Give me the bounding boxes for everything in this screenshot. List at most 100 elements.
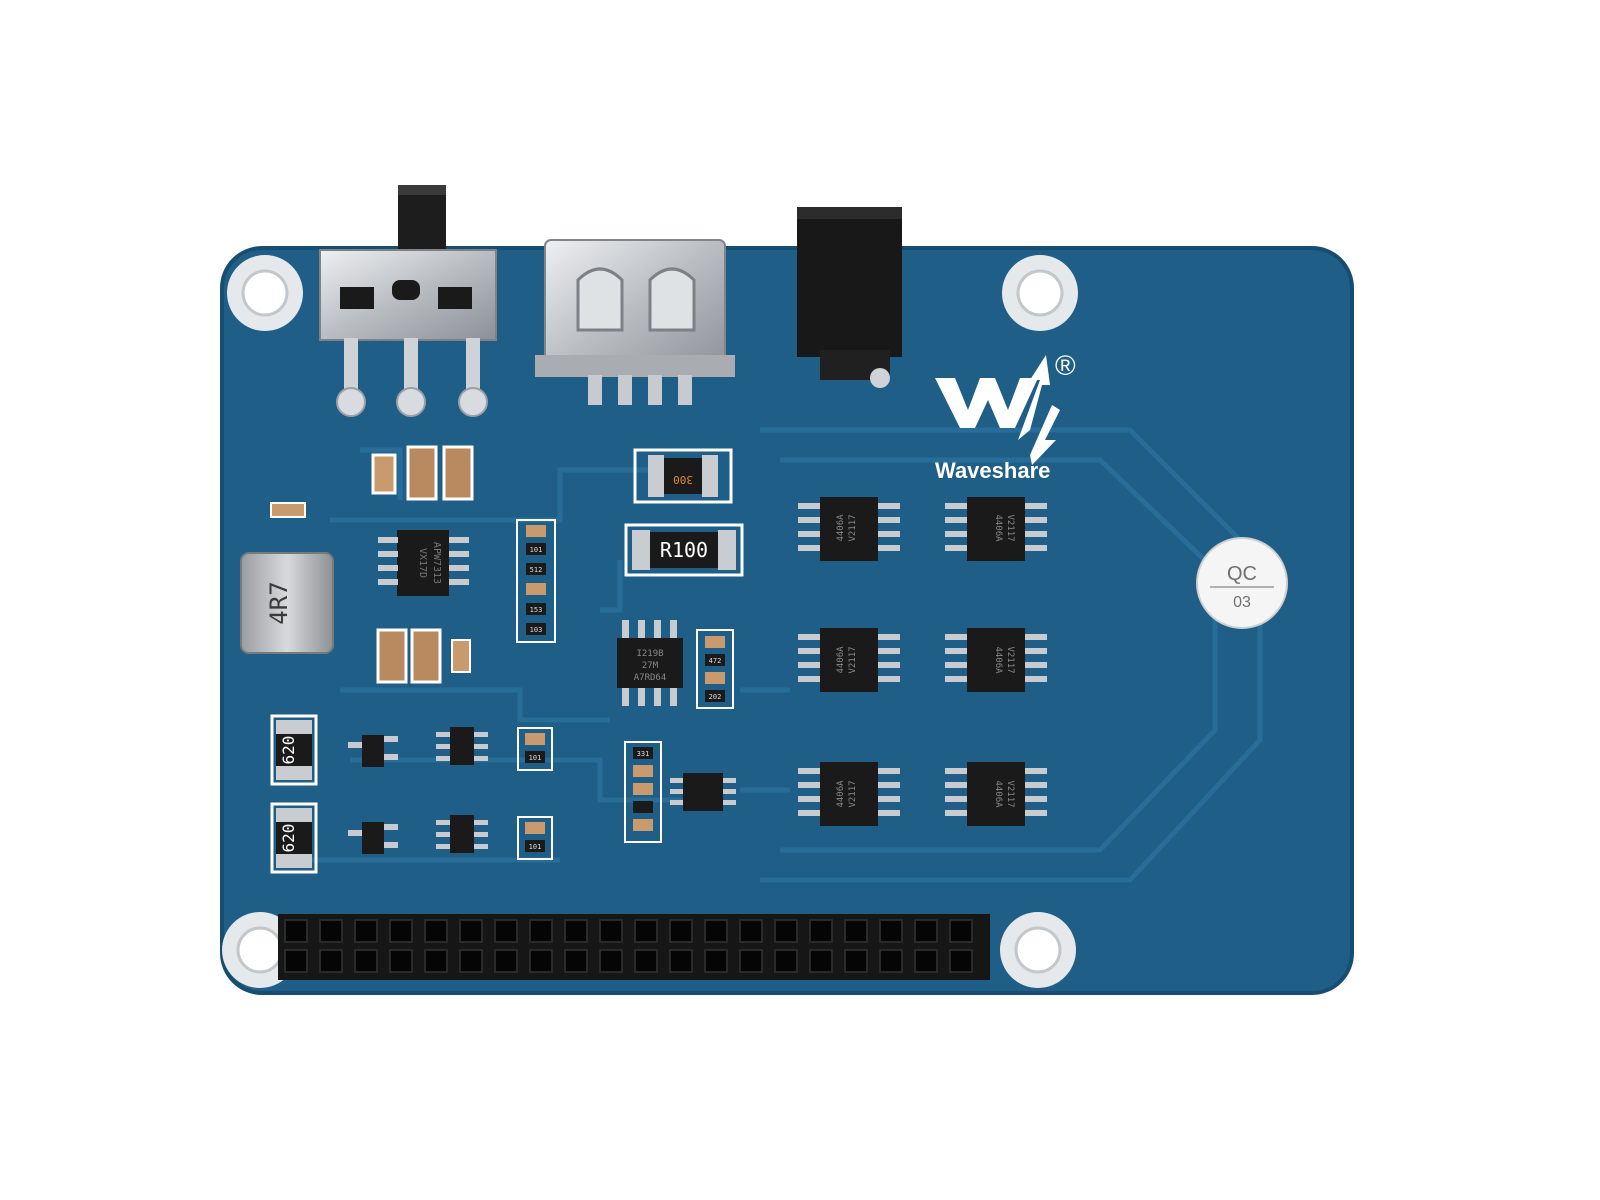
qc-sticker — [1196, 537, 1288, 629]
mosfet-chip — [798, 762, 900, 826]
gpio-socket — [529, 919, 553, 943]
gpio-socket — [844, 949, 868, 973]
resistor-300-label: 300 — [673, 473, 693, 486]
mounting-hole-top-left — [227, 255, 303, 331]
resistor-300 — [633, 448, 733, 504]
mosfet-chip — [798, 497, 900, 561]
gpio-socket — [774, 919, 798, 943]
resistor-label-202: 202 — [709, 693, 722, 701]
gpio-socket — [949, 919, 973, 943]
resistor-620-bottom — [270, 802, 318, 874]
gpio-socket — [809, 919, 833, 943]
mosfet-label: V2117 — [1005, 514, 1015, 541]
gpio-socket — [669, 949, 693, 973]
gpio-socket — [704, 919, 728, 943]
resistor-label-103: 103 — [530, 626, 543, 634]
resistor-label-331: 331 — [637, 750, 650, 758]
regulator-chip — [378, 530, 469, 596]
mosfet-chip — [945, 497, 1047, 561]
mosfet-label: 4406A — [836, 646, 846, 674]
gpio-socket — [424, 919, 448, 943]
shunt-resistor-label: R100 — [660, 538, 708, 562]
gpio-socket — [634, 949, 658, 973]
mounting-hole-bottom-right — [1000, 912, 1076, 988]
resistor-620-label: 620 — [279, 824, 298, 853]
gpio-socket — [739, 949, 763, 973]
mosfet-label: 4406A — [836, 514, 846, 542]
resistor-column — [516, 519, 556, 643]
small-chip — [670, 773, 736, 811]
gpio-socket — [739, 919, 763, 943]
gpio-socket — [774, 949, 798, 973]
mosfet-chip — [945, 628, 1047, 692]
gpio-socket — [354, 949, 378, 973]
resistor-label-101: 101 — [529, 754, 542, 762]
resistor-label-101: 101 — [529, 843, 542, 851]
resistor-pair — [517, 727, 553, 771]
mosfet-label: 4406A — [993, 514, 1003, 542]
mosfet-label: V2117 — [1005, 646, 1015, 673]
waveshare-logo — [935, 355, 1060, 465]
inductor-4r7 — [240, 552, 334, 654]
regulator-chip-label-2: VX17D — [417, 548, 428, 578]
mosfet-label: 4406A — [993, 780, 1003, 808]
opamp-chip — [617, 620, 683, 706]
power-slide-switch[interactable] — [319, 185, 497, 417]
gpio-header[interactable] — [278, 914, 990, 980]
brand-name: Waveshare — [935, 458, 1050, 483]
gpio-socket — [599, 949, 623, 973]
gpio-socket — [494, 949, 518, 973]
mosfet-label: V2117 — [848, 780, 858, 807]
opamp-label-1: I219B — [636, 649, 663, 659]
gpio-socket — [634, 919, 658, 943]
resistor-column-2 — [696, 629, 734, 709]
registered-mark: ® — [1055, 350, 1076, 381]
small-ic — [436, 815, 488, 853]
resistor-label-101: 101 — [530, 546, 543, 554]
gpio-socket — [914, 949, 938, 973]
gpio-socket — [319, 949, 343, 973]
gpio-socket — [564, 919, 588, 943]
gpio-socket — [459, 949, 483, 973]
shunt-resistor — [624, 523, 744, 577]
gpio-socket — [879, 949, 903, 973]
mosfet-label: V2117 — [848, 514, 858, 541]
gpio-socket — [599, 919, 623, 943]
mosfet-label: V2117 — [1005, 780, 1015, 807]
gpio-socket — [809, 949, 833, 973]
transistor — [348, 735, 398, 767]
pcb-traces — [300, 427, 1263, 883]
resistor-column-3 — [624, 741, 662, 843]
transistor — [348, 822, 398, 854]
inductor-label: 4R7 — [265, 581, 293, 624]
gpio-socket — [844, 919, 868, 943]
dc-barrel-jack[interactable] — [797, 207, 902, 388]
capacitor-group — [270, 445, 474, 684]
gpio-socket — [879, 919, 903, 943]
resistor-label-472: 472 — [709, 657, 722, 665]
gpio-socket — [564, 949, 588, 973]
resistor-label-512: 512 — [530, 566, 543, 574]
gpio-socket — [319, 919, 343, 943]
opamp-label-2: 27M — [642, 661, 659, 671]
resistor-620-label: 620 — [279, 736, 298, 765]
gpio-socket — [669, 919, 693, 943]
resistor-pair — [517, 816, 553, 860]
mosfet-label: V2117 — [848, 646, 858, 673]
gpio-socket — [389, 919, 413, 943]
gpio-socket — [704, 949, 728, 973]
mounting-hole-top-right — [1002, 255, 1078, 331]
mosfet-label: 4406A — [836, 780, 846, 808]
gpio-socket — [284, 919, 308, 943]
gpio-socket — [494, 919, 518, 943]
mosfet-chip — [945, 762, 1047, 826]
gpio-socket — [914, 919, 938, 943]
resistor-label-153: 153 — [530, 606, 543, 614]
pcb-board — [220, 246, 1354, 995]
qc-number: 03 — [1233, 594, 1251, 611]
regulator-chip-label-1: APW7313 — [431, 542, 442, 584]
gpio-pins — [284, 919, 973, 973]
usb-a-port[interactable] — [535, 239, 735, 405]
gpio-socket — [424, 949, 448, 973]
